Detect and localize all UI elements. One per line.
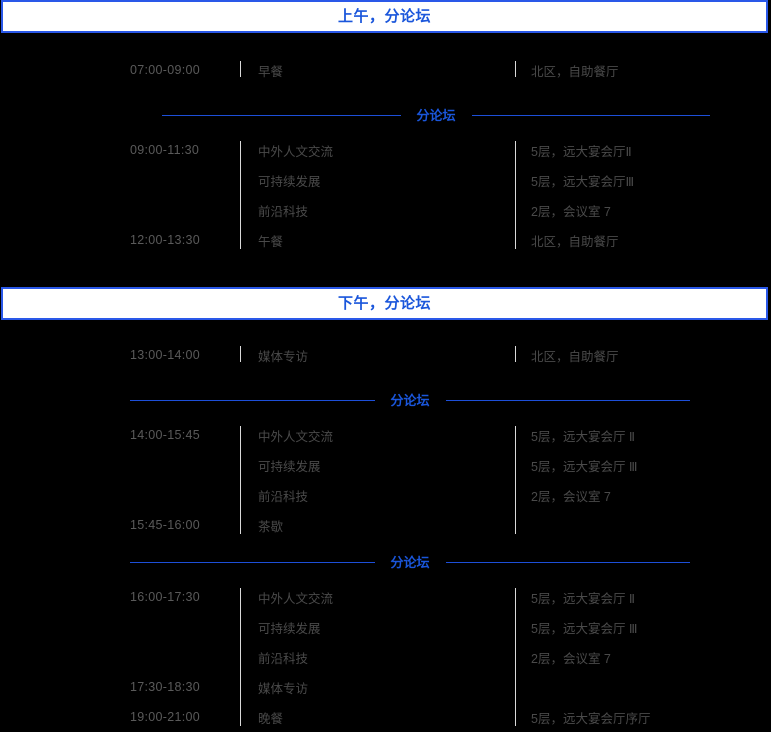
row-topic: 中外人文交流 bbox=[258, 144, 334, 159]
row-topic: 媒体专访 bbox=[258, 681, 309, 696]
divider-label: 分论坛 bbox=[390, 392, 430, 408]
row-venue: 北区，自助餐厅 bbox=[531, 64, 619, 79]
divider-afternoon-forum-2: 分论坛 bbox=[130, 553, 691, 571]
group-separator-left bbox=[240, 588, 241, 726]
agenda-row: 19:00-21:00 晚餐 5层，远大宴会厅序厅 bbox=[0, 702, 771, 732]
morning-intro-group: 07:00-09:00 早餐 北区，自助餐厅 bbox=[0, 55, 771, 85]
agenda-row: 09:00-11:30 中外人文交流 5层，远大宴会厅Ⅱ bbox=[0, 135, 771, 165]
agenda-row: 14:00-15:45 中外人文交流 5层，远大宴会厅 Ⅱ bbox=[0, 420, 771, 450]
morning-forum-group: 09:00-11:30 中外人文交流 5层，远大宴会厅Ⅱ 可持续发展 5层，远大… bbox=[0, 135, 771, 255]
agenda-row: 07:00-09:00 早餐 北区，自助餐厅 bbox=[0, 55, 771, 85]
row-separator-right bbox=[515, 346, 516, 362]
agenda-row: 可持续发展 5层，远大宴会厅 Ⅲ bbox=[0, 450, 771, 480]
group-separator-left bbox=[240, 426, 241, 534]
agenda-row: 前沿科技 2层，会议室 7 bbox=[0, 642, 771, 672]
row-time: 19:00-21:00 bbox=[130, 710, 201, 724]
divider-label: 分论坛 bbox=[390, 554, 430, 570]
section-header-afternoon-title: 下午，分论坛 bbox=[337, 295, 431, 312]
row-venue: 5层，远大宴会厅Ⅲ bbox=[531, 174, 635, 189]
agenda-row: 13:00-14:00 媒体专访 北区，自助餐厅 bbox=[0, 340, 771, 370]
section-header-afternoon: 下午，分论坛 bbox=[1, 287, 768, 320]
row-separator-left bbox=[240, 346, 241, 362]
row-time: 12:00-13:30 bbox=[130, 233, 201, 247]
row-venue: 2层，会议室 7 bbox=[531, 651, 611, 666]
row-venue: 5层，远大宴会厅 Ⅱ bbox=[531, 429, 636, 444]
row-venue: 2层，会议室 7 bbox=[531, 204, 611, 219]
row-topic: 茶歇 bbox=[258, 519, 284, 534]
row-venue: 2层，会议室 7 bbox=[531, 489, 611, 504]
divider-line-right bbox=[445, 399, 691, 401]
row-time: 07:00-09:00 bbox=[130, 63, 201, 77]
row-topic: 媒体专访 bbox=[258, 349, 309, 364]
agenda-row: 15:45-16:00 茶歇 bbox=[0, 510, 771, 540]
row-topic: 前沿科技 bbox=[258, 489, 309, 504]
row-time: 17:30-18:30 bbox=[130, 680, 201, 694]
row-topic: 可持续发展 bbox=[258, 174, 321, 189]
row-topic: 早餐 bbox=[258, 64, 284, 79]
row-venue: 5层，远大宴会厅序厅 bbox=[531, 711, 651, 726]
divider-line-left bbox=[130, 399, 375, 401]
row-topic: 中外人文交流 bbox=[258, 591, 334, 606]
row-topic: 中外人文交流 bbox=[258, 429, 334, 444]
row-venue: 北区，自助餐厅 bbox=[531, 349, 619, 364]
agenda-row: 可持续发展 5层，远大宴会厅Ⅲ bbox=[0, 165, 771, 195]
row-separator-right bbox=[515, 61, 516, 77]
row-topic: 晚餐 bbox=[258, 711, 284, 726]
group-separator-right bbox=[515, 426, 516, 534]
section-header-morning-title: 上午，分论坛 bbox=[337, 8, 431, 25]
agenda-row: 前沿科技 2层，会议室 7 bbox=[0, 480, 771, 510]
row-topic: 可持续发展 bbox=[258, 459, 321, 474]
row-venue: 北区，自助餐厅 bbox=[531, 234, 619, 249]
agenda-row: 12:00-13:30 午餐 北区，自助餐厅 bbox=[0, 225, 771, 255]
row-topic: 可持续发展 bbox=[258, 621, 321, 636]
row-separator-left bbox=[240, 61, 241, 77]
row-venue: 5层，远大宴会厅 Ⅱ bbox=[531, 591, 636, 606]
divider-label: 分论坛 bbox=[416, 107, 456, 123]
row-topic: 午餐 bbox=[258, 234, 284, 249]
row-time: 09:00-11:30 bbox=[130, 143, 200, 157]
row-venue: 5层，远大宴会厅 Ⅲ bbox=[531, 621, 638, 636]
divider-afternoon-forum-1: 分论坛 bbox=[130, 391, 691, 409]
row-venue: 5层，远大宴会厅Ⅱ bbox=[531, 144, 632, 159]
agenda-row: 16:00-17:30 中外人文交流 5层，远大宴会厅 Ⅱ bbox=[0, 582, 771, 612]
row-topic: 前沿科技 bbox=[258, 204, 309, 219]
row-venue: 5层，远大宴会厅 Ⅲ bbox=[531, 459, 638, 474]
afternoon-intro-group: 13:00-14:00 媒体专访 北区，自助餐厅 bbox=[0, 340, 771, 370]
group-separator-right bbox=[515, 588, 516, 726]
divider-line-left bbox=[162, 114, 401, 116]
row-time: 13:00-14:00 bbox=[130, 348, 201, 362]
group-separator-left bbox=[240, 141, 241, 249]
divider-line-left bbox=[130, 561, 375, 563]
afternoon-forum-group-2: 16:00-17:30 中外人文交流 5层，远大宴会厅 Ⅱ 可持续发展 5层，远… bbox=[0, 582, 771, 732]
group-separator-right bbox=[515, 141, 516, 249]
row-time: 16:00-17:30 bbox=[130, 590, 201, 604]
afternoon-forum-group-1: 14:00-15:45 中外人文交流 5层，远大宴会厅 Ⅱ 可持续发展 5层，远… bbox=[0, 420, 771, 540]
divider-morning-forum: 分论坛 bbox=[162, 106, 711, 124]
agenda-row: 17:30-18:30 媒体专访 bbox=[0, 672, 771, 702]
row-time: 14:00-15:45 bbox=[130, 428, 201, 442]
section-header-morning: 上午，分论坛 bbox=[1, 0, 768, 33]
divider-line-right bbox=[471, 114, 711, 116]
agenda-row: 前沿科技 2层，会议室 7 bbox=[0, 195, 771, 225]
agenda-row: 可持续发展 5层，远大宴会厅 Ⅲ bbox=[0, 612, 771, 642]
row-time: 15:45-16:00 bbox=[130, 518, 201, 532]
divider-line-right bbox=[445, 561, 691, 563]
row-topic: 前沿科技 bbox=[258, 651, 309, 666]
